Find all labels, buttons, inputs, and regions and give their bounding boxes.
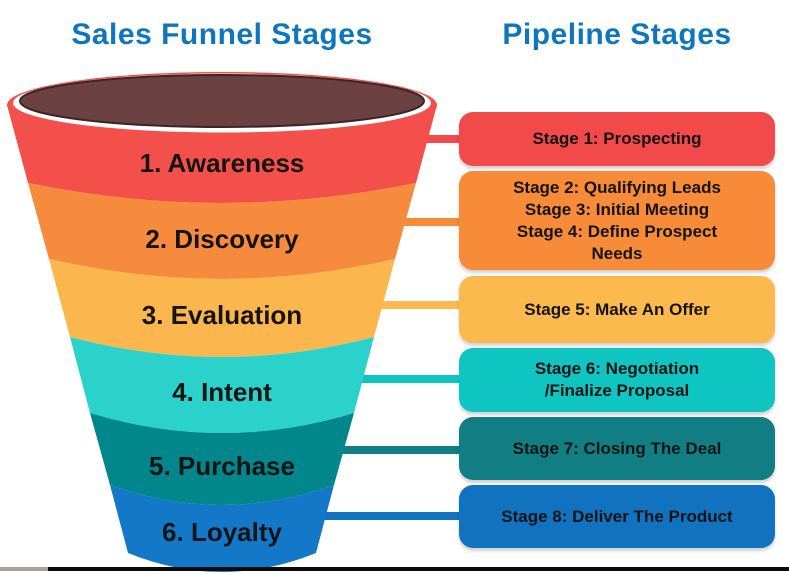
pipeline-box-4-text-line-1: Stage 6: Negotiation xyxy=(534,359,700,378)
pipeline-box-4-text-line-2: /Finalize Proposal xyxy=(544,381,690,400)
bottom-border-gray-segment xyxy=(0,567,48,571)
pipeline-box-1-text: Stage 1: Prospecting xyxy=(532,129,702,148)
pipeline-box-1: Stage 1: Prospecting xyxy=(459,112,775,166)
funnel-label-discovery: 2. Discovery xyxy=(145,224,299,254)
right-column-title: Pipeline Stages xyxy=(502,18,732,51)
funnel-band-purchase xyxy=(90,413,354,505)
pipeline-box-3-text: Stage 5: Make An Offer xyxy=(524,299,710,319)
funnel-band-loyalty xyxy=(110,485,334,572)
funnel-mouth-opening xyxy=(19,74,425,128)
pipeline-box-2-text-line-3: Stage 4: Define Prospect xyxy=(516,221,718,241)
pipeline-box-2-text-line-2: Stage 3: Initial Meeting xyxy=(524,199,710,219)
pipeline-box-4: Stage 6: Negotiation /Finalize Proposal xyxy=(459,348,775,412)
funnel-band-evaluation xyxy=(49,259,395,357)
pipeline-box-2-text-line-1: Stage 2: Qualifying Leads xyxy=(513,177,721,197)
funnel-band-discovery xyxy=(28,183,416,279)
funnel-label-purchase: 5. Purchase xyxy=(149,451,295,481)
pipeline-box-3: Stage 5: Make An Offer xyxy=(459,276,775,343)
funnel-band-intent xyxy=(70,337,374,433)
funnel-label-intent: 4. Intent xyxy=(172,377,272,407)
left-column-title: Sales Funnel Stages xyxy=(71,18,373,51)
pipeline-box-6-text: Stage 8: Deliver The Product xyxy=(501,506,733,526)
funnel-label-evaluation: 3. Evaluation xyxy=(141,300,303,330)
funnel-label-loyalty: 6. Loyalty xyxy=(162,517,282,547)
funnel-label-awareness: 1. Awareness xyxy=(139,148,305,178)
pipeline-box-2: Stage 2: Qualifying Leads Stage 3: Initi… xyxy=(459,171,775,270)
bottom-border-black-line xyxy=(48,567,789,571)
pipeline-box-5: Stage 7: Closing The Deal xyxy=(459,417,775,480)
pipeline-box-6: Stage 8: Deliver The Product xyxy=(459,485,775,548)
pipeline-box-5-text: Stage 7: Closing The Deal xyxy=(512,438,722,458)
pipeline-box-2-text-line-4: Needs xyxy=(591,243,643,263)
